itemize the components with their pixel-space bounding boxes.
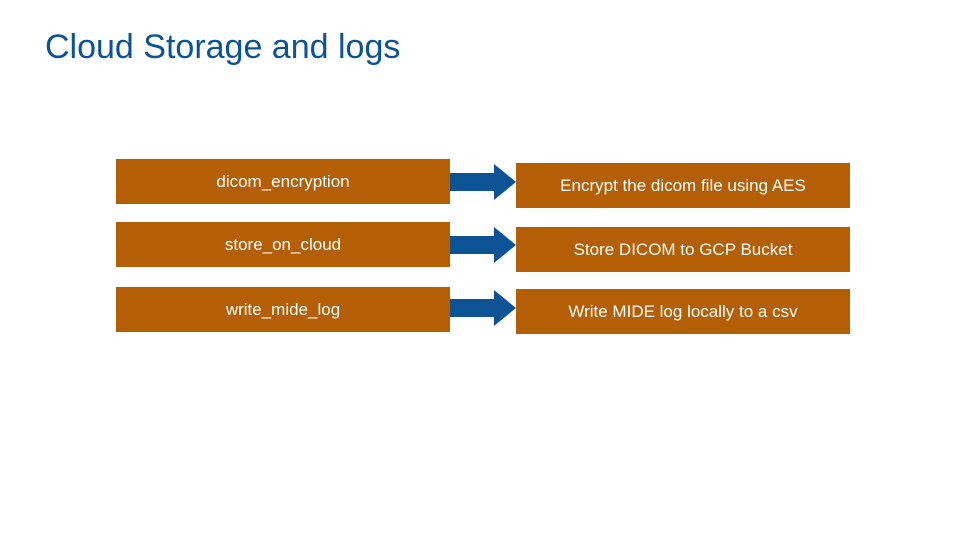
function-box-write-mide-log: write_mide_log [116, 287, 450, 332]
function-box-dicom-encryption: dicom_encryption [116, 159, 450, 204]
description-box-store-on-cloud: Store DICOM to GCP Bucket [516, 227, 850, 272]
description-box-write-mide-log: Write MIDE log locally to a csv [516, 289, 850, 334]
function-box-store-on-cloud: store_on_cloud [116, 222, 450, 267]
right-arrow-icon [450, 290, 516, 326]
page-title: Cloud Storage and logs [45, 28, 401, 66]
right-arrow-icon [450, 164, 516, 200]
description-box-dicom-encryption: Encrypt the dicom file using AES [516, 163, 850, 208]
right-arrow-icon [450, 227, 516, 263]
